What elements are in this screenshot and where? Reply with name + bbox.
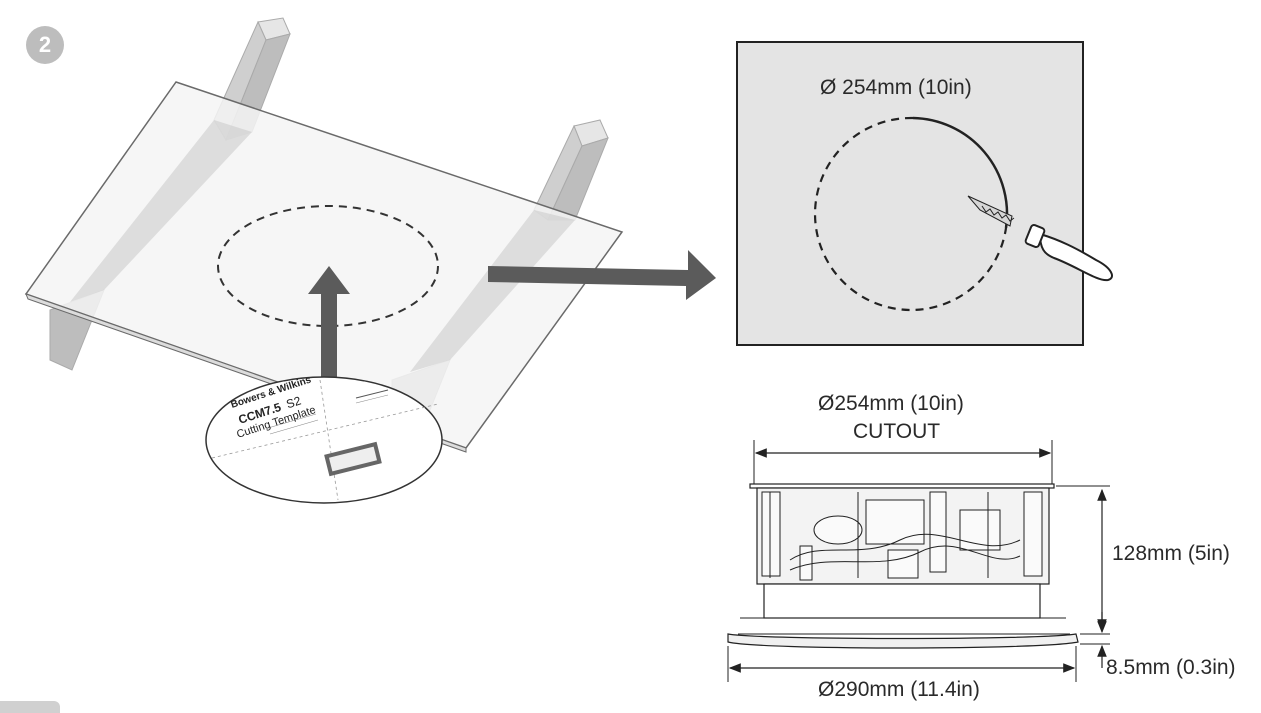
cutout-diameter-label: Ø254mm (10in) (818, 392, 964, 415)
cut-outline-board (217, 205, 439, 327)
cutout-caption: CUTOUT (853, 420, 941, 443)
speaker-height-label: 128mm (5in) (1112, 542, 1230, 565)
cut-outline-solid (912, 116, 1009, 229)
cutting-panel (736, 41, 1113, 346)
speaker-side-view (727, 440, 1110, 682)
outer-diameter-label: Ø290mm (11.4in) (818, 678, 980, 701)
drywall-saw-icon (967, 195, 1113, 282)
arrow-right-icon (488, 250, 716, 300)
ceiling-board-illustration: Bowers & Wilkins CCM7.5 S2 Cutting Templ… (24, 17, 716, 504)
cut-outline-dashed (813, 116, 1008, 312)
bezel-thickness-label: 8.5mm (0.3in) (1106, 656, 1236, 679)
page-corner-tab (0, 701, 60, 713)
cut-diameter-label: Ø 254mm (10in) (820, 76, 972, 99)
step-number-badge: 2 (26, 26, 64, 64)
